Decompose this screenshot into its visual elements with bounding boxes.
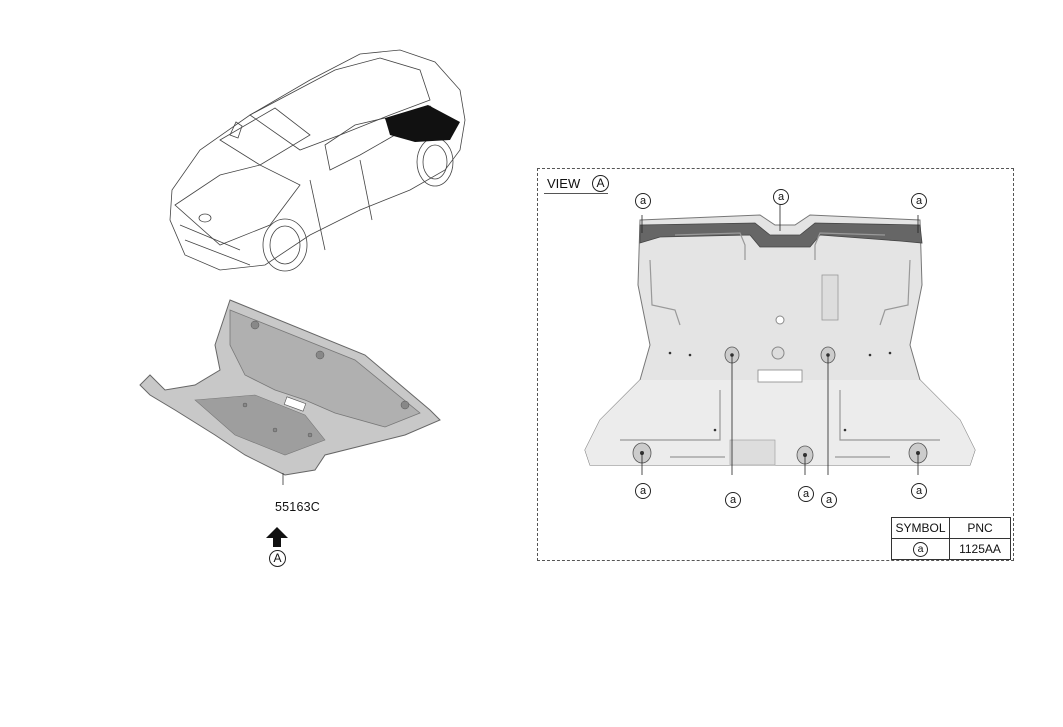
view-title-underline — [544, 193, 608, 194]
callout-a-bottom-center: a — [798, 486, 814, 502]
table-row: a 1125AA — [891, 538, 1011, 560]
callout-a-top-right: a — [911, 193, 927, 209]
callout-a-top-center: a — [773, 189, 789, 205]
view-a-frame — [537, 168, 1014, 561]
table-header-row: SYMBOL PNC — [891, 517, 1011, 539]
callout-a-bottom-4: a — [821, 492, 837, 508]
callout-a-bottom-left: a — [635, 483, 651, 499]
undercover-plan-view — [584, 205, 976, 475]
view-ref-marker: A — [269, 550, 286, 567]
callout-a-top-left: a — [635, 193, 651, 209]
view-title: VIEW — [547, 176, 581, 191]
vehicle-illustration — [169, 49, 466, 272]
view-arrow-icon — [266, 527, 288, 547]
table-pnc-cell: 1125AA — [949, 538, 1011, 560]
part-number-label: 55163C — [275, 500, 320, 514]
table-symbol-cell: a — [913, 541, 928, 557]
callout-a-bottom-2: a — [725, 492, 741, 508]
table-header-pnc: PNC — [949, 517, 1011, 539]
callout-a-bottom-right: a — [911, 483, 927, 499]
table-header-symbol: SYMBOL — [891, 517, 950, 539]
symbol-pnc-table: SYMBOL PNC a 1125AA — [891, 517, 1011, 560]
undercover-isometric — [139, 299, 441, 485]
view-title-ref: A — [592, 175, 609, 192]
